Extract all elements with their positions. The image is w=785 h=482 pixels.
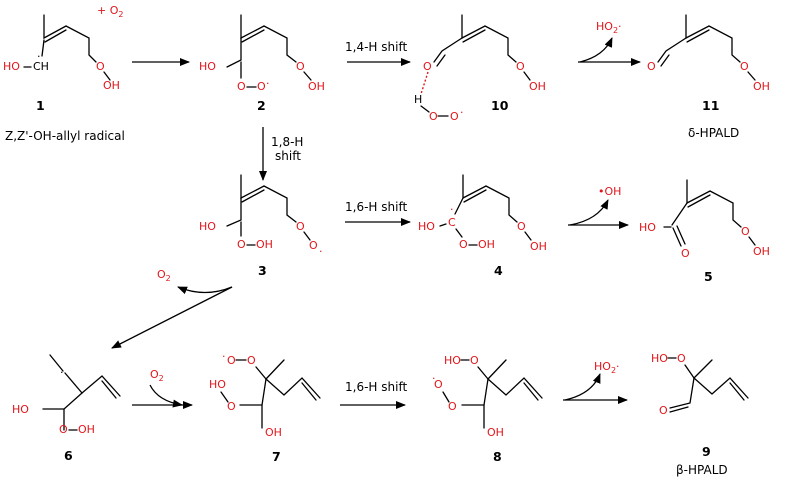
compound-1: CH · HO O OH 1 Z,Z'-OH-allyl radical xyxy=(3,14,125,143)
loss-arrow-ho2 xyxy=(579,37,613,63)
compound-number: 11 xyxy=(702,98,719,113)
o-label: O xyxy=(227,354,236,367)
compound-number: 10 xyxy=(491,98,509,113)
ho-label: HO xyxy=(651,352,668,365)
o-label: O xyxy=(677,352,686,365)
o-label: O xyxy=(237,238,246,251)
o-label: O xyxy=(434,378,443,391)
radical-dot: · xyxy=(432,372,436,385)
compound-10: O H O O · O OH 10 xyxy=(414,14,546,123)
o-label: O xyxy=(296,220,305,233)
oh-label: OH xyxy=(530,240,547,253)
compound-5: HO O O OH 5 xyxy=(639,179,770,284)
o-label: O xyxy=(227,400,236,413)
compound-number: 2 xyxy=(257,98,266,113)
compound-2: HO O O · O OH 2 xyxy=(199,14,325,113)
o-label: O xyxy=(659,404,668,417)
compound-9: HO O O 9 β-HPALD xyxy=(651,352,749,477)
loss-arrow-oh xyxy=(569,199,609,226)
o-label: O xyxy=(741,225,750,238)
arrow-label-16h-bottom: 1,6-H shift xyxy=(345,380,407,394)
arrow-label-16h: 1,6-H shift xyxy=(345,200,407,214)
radical-dot: · xyxy=(450,203,454,216)
radical-dot: · xyxy=(319,245,323,258)
oh-label: OH xyxy=(78,423,95,436)
o-label: O xyxy=(459,238,468,251)
o2-loss-label: O2 xyxy=(157,268,171,283)
compound-number: 9 xyxy=(702,444,711,459)
o-label: O xyxy=(309,239,318,252)
loss-arrow-ho2-bottom xyxy=(564,373,601,401)
oh-label: OH xyxy=(103,79,120,92)
oh-label: OH xyxy=(529,80,546,93)
compound-name: δ-HPALD xyxy=(688,126,739,140)
o-label: O xyxy=(516,60,525,73)
radical-dot: · xyxy=(222,350,226,363)
ho2-radical-bottom: HO2· xyxy=(594,360,620,375)
ho-label: HO xyxy=(209,378,226,391)
compound-number: 3 xyxy=(258,263,267,278)
c-radical-label: C xyxy=(448,216,456,229)
oh-label: OH xyxy=(265,426,282,439)
compound-3: HO O OH O O · 3 xyxy=(199,174,323,278)
ho-label: HO xyxy=(3,60,20,73)
ho-label: HO xyxy=(12,403,29,416)
o-label: O xyxy=(470,354,479,367)
compound-number: 5 xyxy=(704,269,713,284)
o-label: O xyxy=(740,60,749,73)
compound-number: 7 xyxy=(272,449,281,464)
compound-name: Z,Z'-OH-allyl radical xyxy=(5,129,125,143)
compound-8: HO O · O O OH 8 xyxy=(432,354,543,464)
o-label: O xyxy=(237,80,246,93)
compound-number: 6 xyxy=(64,448,73,463)
addition-arrow-o2 xyxy=(149,384,183,408)
o-label: O xyxy=(450,110,459,123)
compound-4: C · HO O OH O OH 4 xyxy=(418,174,547,278)
ho-label: HO xyxy=(418,220,435,233)
ho-label: HO xyxy=(199,60,216,73)
o-label: O xyxy=(681,247,690,260)
oh-label: OH xyxy=(487,426,504,439)
o-label: O xyxy=(247,354,256,367)
ho-label: HO xyxy=(444,354,461,367)
radical-dot: · xyxy=(266,77,270,90)
compound-7: · O O HO O OH 7 xyxy=(209,350,321,464)
oh-label: OH xyxy=(256,238,273,251)
arrow-3-to-6 xyxy=(111,286,233,349)
oh-label: OH xyxy=(753,80,770,93)
arrow-label-18h-2: shift xyxy=(275,149,301,163)
oh-radical: •OH xyxy=(598,185,621,198)
o2-add-label: O2 xyxy=(150,368,164,383)
o-label: O xyxy=(517,220,526,233)
compound-11: O O OH 11 δ-HPALD xyxy=(647,14,770,140)
arrow-label-18h-1: 1,8-H xyxy=(271,135,303,149)
o-label: O xyxy=(96,60,105,73)
oh-label: OH xyxy=(478,238,495,251)
h-label: H xyxy=(414,93,422,106)
compound-6: · HO O OH 6 xyxy=(12,354,121,463)
o2-reagent: + O2 xyxy=(97,4,123,19)
oh-label: OH xyxy=(308,80,325,93)
ho-label: HO xyxy=(199,220,216,233)
compound-number: 1 xyxy=(36,98,45,113)
compound-number: 8 xyxy=(493,449,502,464)
ho-label: HO xyxy=(639,221,656,234)
radical-dot: · xyxy=(60,366,64,379)
oh-label: OH xyxy=(753,245,770,258)
o-label: O xyxy=(647,60,656,73)
o-label: O xyxy=(429,110,438,123)
radical-dot: · xyxy=(460,106,464,119)
o-label: O xyxy=(296,60,305,73)
compound-number: 4 xyxy=(494,263,503,278)
ch-label: CH xyxy=(33,60,49,73)
radical-dot: · xyxy=(37,50,41,63)
compound-name: β-HPALD xyxy=(676,463,728,477)
o-label: O xyxy=(423,60,432,73)
arrow-label-14h: 1,4-H shift xyxy=(345,40,407,54)
o-label: O xyxy=(257,80,266,93)
o-label: O xyxy=(59,423,68,436)
o-label: O xyxy=(448,400,457,413)
ho2-radical: HO2· xyxy=(596,20,622,35)
